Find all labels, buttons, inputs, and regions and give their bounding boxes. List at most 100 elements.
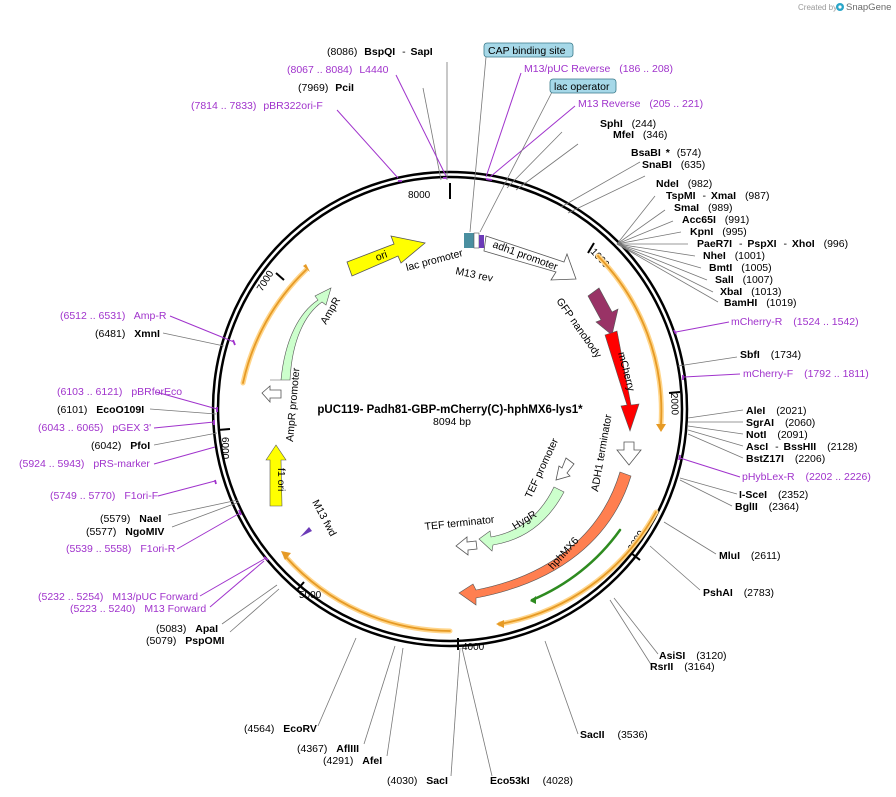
plasmid-size: 8094 bp <box>433 416 471 428</box>
leader <box>616 220 674 245</box>
ruler-ticks <box>217 183 681 650</box>
leader <box>169 315 235 343</box>
leader <box>616 243 696 257</box>
leader <box>677 356 738 367</box>
primer-mark <box>673 329 677 335</box>
primer-mark <box>238 509 242 516</box>
site-ngomiv: (5577) NgoMIV <box>86 526 164 538</box>
site-noti: NotI (2091) <box>746 429 808 441</box>
leader <box>171 501 240 528</box>
site-alei: AleI (2021) <box>746 405 807 417</box>
leader <box>450 647 461 777</box>
hphmx6-arrow <box>458 471 632 606</box>
primer-mark <box>214 479 217 485</box>
gfp-nanobody-arrow <box>587 287 619 336</box>
leader <box>616 243 702 269</box>
adh1-terminator-arrow <box>616 441 642 466</box>
plasmid-name: pUC119- Padh81-GBP-mCherry(C)-hphMX6-lys… <box>317 404 583 416</box>
leader <box>176 512 241 550</box>
site-bspqi-sapi: (8086) BspQI - SapI <box>327 46 433 58</box>
site-bmti: BmtI (1005) <box>709 262 772 274</box>
feature-adh1-promoter: adh1 promoter <box>483 235 577 281</box>
site-xmni: (6481) XmnI <box>95 328 160 340</box>
feature-lac-promoter: lac promoter M13 rev <box>405 232 495 285</box>
site-tspmi-xmai: TspMI - XmaI (987) <box>666 190 769 202</box>
ampr-promoter-arrow <box>261 385 282 404</box>
site-mfei: MfeI (346) <box>613 129 667 141</box>
site-bamhi: BamHI (1019) <box>724 297 797 309</box>
orf-arrowhead-4 <box>303 264 310 272</box>
leader <box>609 599 653 667</box>
f1-ori-arrow <box>265 444 287 507</box>
site-sacii: SacII (3536) <box>580 729 648 741</box>
primer-mark <box>678 454 681 461</box>
orf-arc-1-core <box>597 255 663 425</box>
primer-pbr322ori: (7814 .. 7833) pBR322ori-F <box>191 100 323 112</box>
leader <box>485 72 522 178</box>
ruler-label: 7000 <box>255 269 276 294</box>
cap-site-block <box>464 233 474 248</box>
site-naei: (5579) NaeI <box>100 513 162 525</box>
leader <box>616 195 656 245</box>
m13-rev-block <box>479 235 484 248</box>
m13-rev-label: M13 rev <box>454 265 494 285</box>
primer-m13-forward: (5223 .. 5240) M13 Forward <box>70 603 206 615</box>
leader <box>336 109 399 179</box>
site-kpni: KpnI (995) <box>690 226 747 238</box>
feature-tef-promoter: TEF promoter <box>523 436 575 500</box>
site-pshai: PshAI (2783) <box>703 587 774 599</box>
leader <box>199 557 267 597</box>
primer-mcherry-r: mCherry-R (1524 .. 1542) <box>731 316 859 328</box>
site-eco0109i: (6101) EcoO109I <box>57 404 144 416</box>
ruler-label: 6000 <box>219 437 230 460</box>
site-pfoi: (6042) PfoI <box>91 440 150 452</box>
site-sbfi: SbfI (1734) <box>740 349 801 361</box>
ruler-label: 2000 <box>668 393 680 416</box>
site-apai: (5083) ApaI <box>156 623 218 635</box>
leader <box>479 91 553 233</box>
primer-m13-reverse: M13 Reverse (205 .. 221) <box>578 98 703 110</box>
primer-f1ori-f: (5749 .. 5770) F1ori-F <box>50 490 158 502</box>
created-by-text: Created by <box>798 3 837 12</box>
leader <box>675 321 730 333</box>
tick-6000 <box>217 428 231 431</box>
primer-l4440: (8067 .. 8084) L4440 <box>287 64 389 76</box>
primer-leaders <box>153 72 741 608</box>
ruler-label: 4000 <box>462 642 485 653</box>
primer-m13puc-reverse: M13/pUC Reverse (186 .. 208) <box>524 63 673 75</box>
primer-mark <box>232 339 236 346</box>
site-bsabi: BsaBI * (574) <box>631 147 701 159</box>
m13-fwd-arrow <box>300 527 312 537</box>
primer-mark <box>485 178 493 181</box>
primer-mcherry-f: mCherry-F (1792 .. 1811) <box>743 368 869 380</box>
site-eco53ki: Eco53kI (4028) <box>490 775 573 787</box>
leader <box>422 87 442 181</box>
leader <box>461 647 493 777</box>
site-sali: SalI (1007) <box>715 274 773 286</box>
brand-name: SnapGene <box>846 2 891 13</box>
leader <box>616 209 666 245</box>
leader <box>616 243 719 303</box>
tick-5000 <box>296 581 305 591</box>
orf-arc-3-core <box>285 556 451 632</box>
leader <box>317 637 357 727</box>
green-arc <box>530 528 622 602</box>
orf-arcs <box>240 253 664 634</box>
backbone-inner <box>216 175 684 643</box>
leader <box>649 545 701 591</box>
leader <box>567 175 646 214</box>
primer-prs-marker: (5924 .. 5943) pRS-marker <box>19 458 150 470</box>
lac-operator-box: lac operator <box>549 78 617 94</box>
leader <box>209 560 265 608</box>
green-arrowhead <box>530 596 536 604</box>
leader <box>162 332 225 347</box>
backbone-outer <box>211 170 689 648</box>
leader <box>616 243 708 281</box>
cap-binding-site-box: CAP binding site <box>483 42 574 58</box>
primer-f1ori-r: (5539 .. 5558) F1ori-R <box>66 543 176 555</box>
site-afei: (4291) AfeI <box>323 755 382 767</box>
ori-label: ori <box>374 249 389 264</box>
site-acc65i: Acc65I (991) <box>682 214 749 226</box>
site-ecorv: (4564) EcoRV <box>244 723 317 735</box>
